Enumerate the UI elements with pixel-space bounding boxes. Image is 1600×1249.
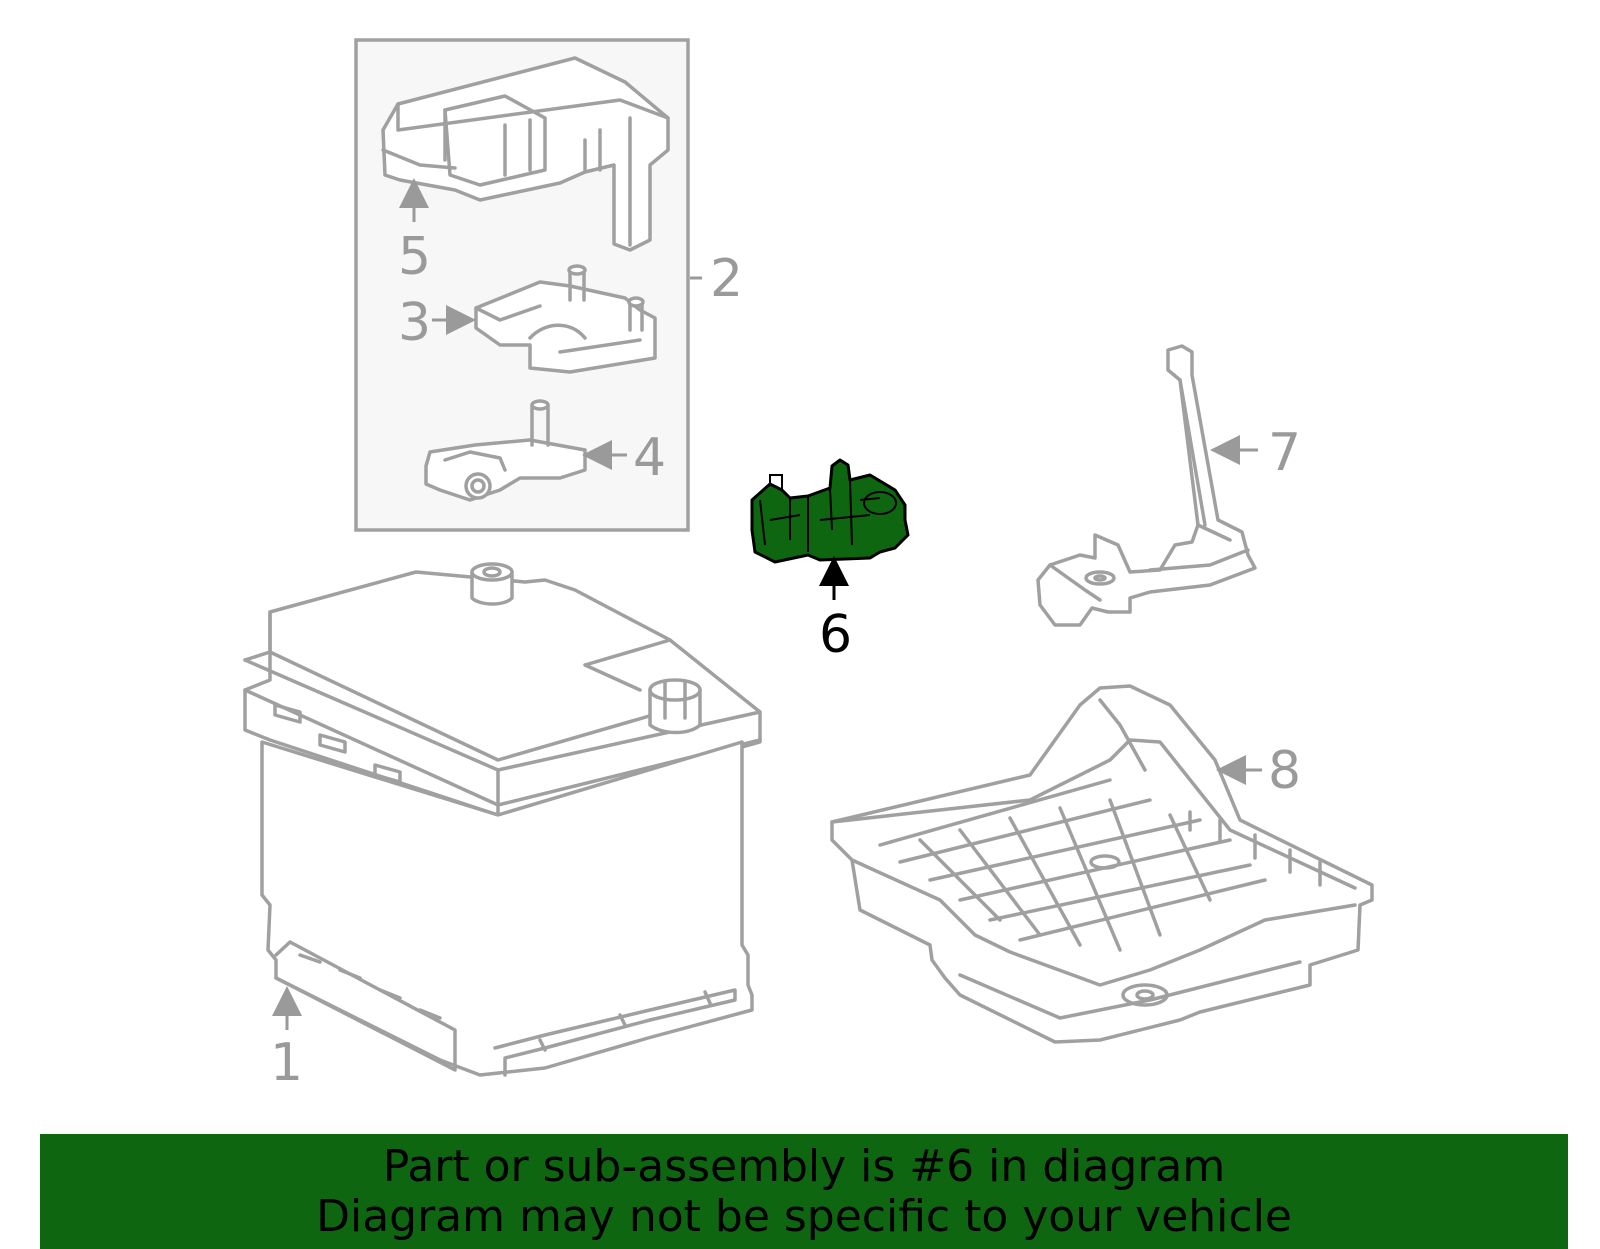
callout-7: 7 <box>1268 423 1301 483</box>
part-1-battery <box>243 562 762 1077</box>
part-8-battery-tray <box>830 684 1374 1044</box>
part-3-positive-terminal <box>474 264 657 374</box>
info-banner: Part or sub-assembly is #6 in diagram Di… <box>40 1134 1568 1249</box>
part-7-hold-down-bracket <box>1036 344 1257 627</box>
callout-3: 3 <box>398 293 431 353</box>
callout-6: 6 <box>819 605 852 665</box>
callout-4: 4 <box>633 428 666 488</box>
callout-5: 5 <box>398 227 431 287</box>
callout-8: 8 <box>1268 741 1301 801</box>
callouts: 5 2 3 4 6 7 8 1 <box>270 227 1301 1093</box>
part-4-negative-terminal <box>424 399 587 502</box>
part-5-terminal-cover <box>381 56 670 252</box>
banner-line-2: Diagram may not be specific to your vehi… <box>316 1191 1292 1242</box>
callout-2: 2 <box>710 249 743 309</box>
leader-lines <box>272 178 1262 1030</box>
banner-line-1: Part or sub-assembly is #6 in diagram <box>382 1141 1226 1192</box>
callout-1: 1 <box>270 1033 303 1093</box>
part-6-highlighted <box>750 458 910 564</box>
